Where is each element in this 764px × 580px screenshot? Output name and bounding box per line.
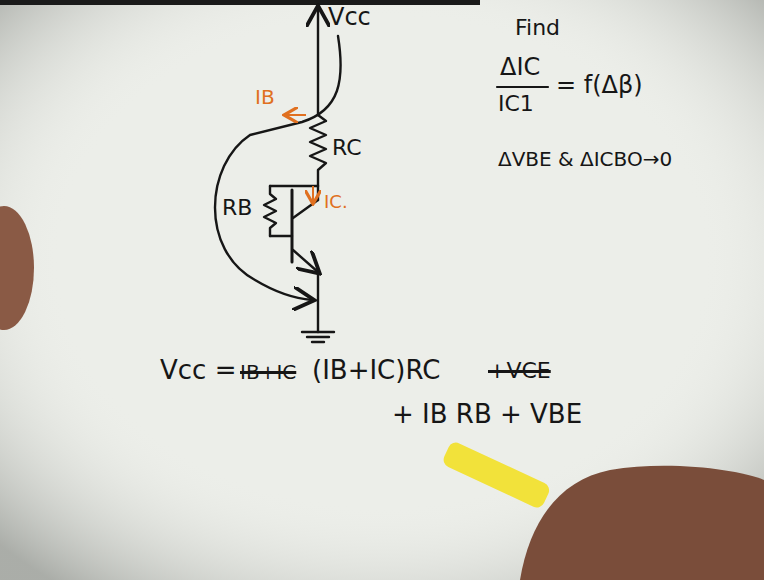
struck-term: +VCE: [488, 359, 551, 383]
handwritten-label: ΔVBE & ΔICBO→0: [498, 148, 672, 170]
circuit: [215, 8, 548, 342]
handwritten-label: Find: [515, 16, 560, 40]
handwritten-label: Vcc: [328, 4, 371, 30]
hand: [520, 466, 764, 580]
fraction-bar: [497, 86, 548, 88]
collector-wire: [270, 185, 318, 187]
hand: [0, 206, 34, 330]
collector-diag: [293, 200, 318, 218]
current-arrow: [312, 186, 314, 202]
ground-symbol: [307, 336, 329, 338]
ground-symbol: [302, 331, 334, 333]
vcc-arrow: [317, 8, 319, 115]
handwritten-label: IC.: [324, 192, 348, 212]
struck-term: IB+IC: [240, 361, 296, 383]
handwritten-label: RC: [332, 136, 362, 160]
handwritten-label: IB: [255, 86, 275, 108]
resistor-symbol: [310, 115, 326, 186]
emitter-lead: [293, 250, 318, 272]
loop-path: [215, 36, 341, 300]
handwritten-label: + IB RB + VBE: [392, 400, 582, 429]
base-wire: [270, 235, 292, 237]
handwritten-label: (IB+IC)RC: [312, 356, 440, 385]
handwritten-label: Vcc =: [160, 356, 236, 385]
collector-lead: [317, 186, 319, 200]
handwritten-label: = f(Δβ): [556, 72, 643, 98]
current-arrow: [286, 114, 306, 116]
top-edge: [0, 0, 480, 5]
handwritten-label: RB: [222, 196, 252, 220]
handwritten-label: IC1: [498, 92, 534, 116]
resistor-symbol: [264, 186, 276, 236]
handwritten-label: ΔIC: [500, 54, 540, 80]
emitter-wire: [317, 272, 319, 332]
marker-pen: [441, 440, 552, 510]
ground-symbol: [312, 341, 324, 343]
